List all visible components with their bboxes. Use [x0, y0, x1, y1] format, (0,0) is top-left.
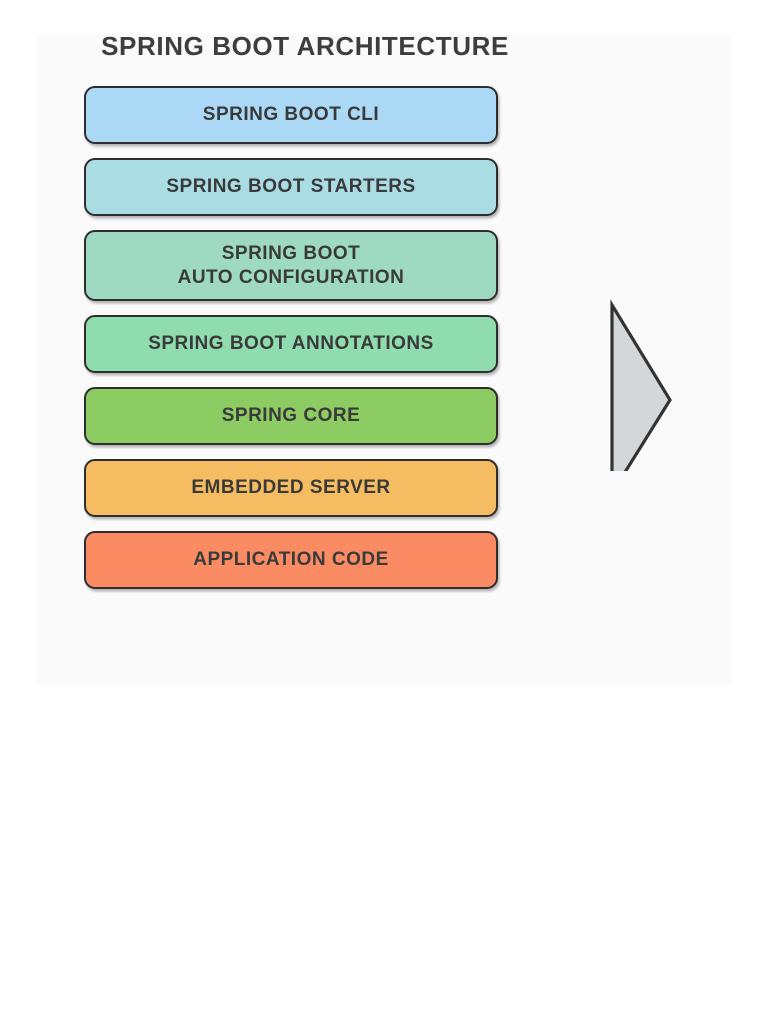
layer-label: SPRING BOOT AUTO CONFIGURATION: [177, 243, 405, 288]
layer-label: APPLICATION CODE: [193, 549, 389, 571]
page-title: SPRING BOOT ARCHITECTURE: [101, 31, 509, 61]
layer-box-1[interactable]: SPRING BOOT CLI: [84, 86, 498, 144]
layer-label: EMBEDDED SERVER: [191, 477, 391, 499]
architecture-layer-stack: SPRING BOOT CLI SPRING BOOT STARTERS SPRIN…: [84, 86, 498, 603]
layer-label: SPRING CORE: [221, 405, 361, 427]
layer-box-5[interactable]: SPRING CORE: [84, 387, 498, 445]
right-arrow-icon: [610, 299, 672, 499]
layer-box-4[interactable]: SPRING BOOT ANNOTATIONS: [84, 315, 498, 373]
layer-label: SPRING BOOT STARTERS: [166, 176, 416, 198]
layer-box-3[interactable]: SPRING BOOT AUTO CONFIGURATION: [84, 230, 498, 301]
layer-label: SPRING BOOT ANNOTATIONS: [148, 333, 434, 355]
layer-box-6[interactable]: EMBEDDED SERVER: [84, 459, 498, 517]
layer-label: SPRING BOOT CLI: [202, 104, 380, 126]
layer-box-2[interactable]: SPRING BOOT STARTERS: [84, 158, 498, 216]
flow-arrow: [576, 271, 672, 499]
layer-box-7[interactable]: APPLICATION CODE: [84, 531, 498, 589]
